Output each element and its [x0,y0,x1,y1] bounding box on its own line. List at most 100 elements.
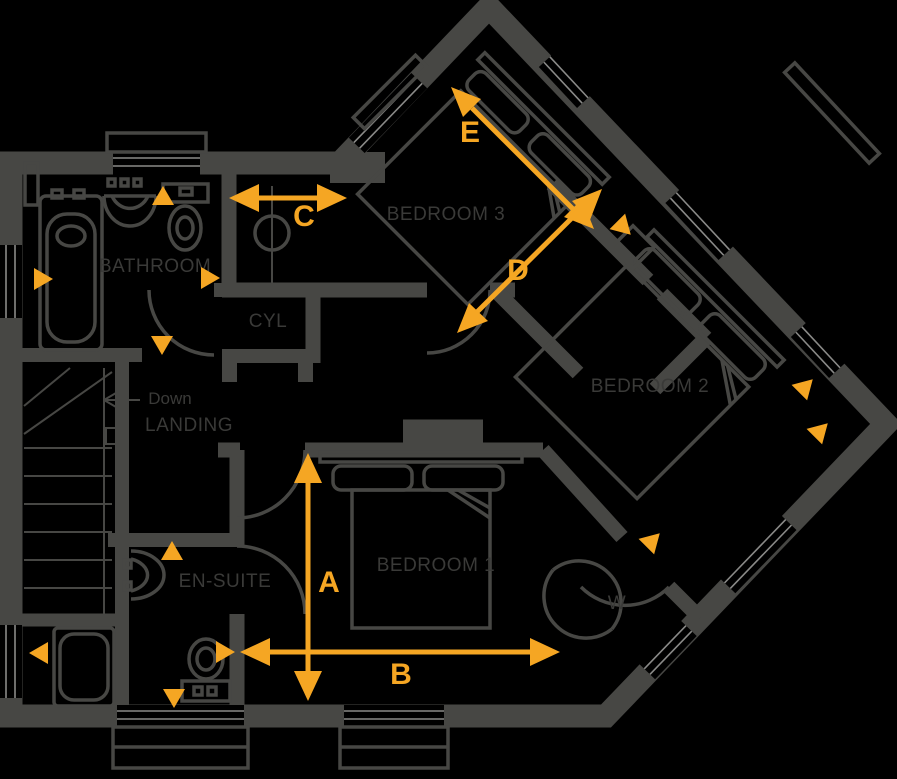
dimension-letter-a: A [318,566,340,599]
door-arc-ensuite [236,544,307,615]
bathroom-toilet-icon [161,182,210,252]
window-slit [790,322,846,378]
window-marker-icon [34,268,53,290]
bed-pillow [698,312,768,382]
dimension-letter-d: D [507,254,529,287]
window-slit [639,620,697,680]
arrowhead-icon [451,87,481,117]
window-gap [117,705,244,727]
bed-headboard [318,450,524,464]
dormer-window-bedroom3 [350,52,430,132]
bathtub-icon [38,188,104,352]
arrowhead-icon [572,189,602,220]
bathroom-sink-icon [102,177,158,228]
bathroom-label: BATHROOM [99,256,211,277]
rooflight-circle [253,186,291,283]
down-label: Down [148,389,191,408]
window-gap [0,625,22,698]
landing-label: LANDING [145,415,233,436]
wardrobe-label: W [608,593,626,614]
shower-tray-icon [52,626,116,708]
wall-wardrobe-jamb [663,581,706,624]
roof-dormer-outline [782,60,882,166]
dimension-arrow-a [294,453,322,701]
dimension-letter-c: C [293,200,315,233]
bath-nook-stub [23,161,40,207]
bed-pillow [422,464,505,492]
room-labels: BATHROOM CYL Down LANDING EN-SUITE BEDRO… [99,204,709,614]
arrowhead-icon [457,303,488,333]
bed-bedroom1 [318,450,524,630]
window-slit [719,514,797,594]
bedroom1-label: BEDROOM 1 [377,555,496,576]
wall-bedroom3-southwest [491,286,584,379]
window-marker-icon [806,415,836,445]
ensuite-sink-icon [122,549,166,601]
door-jamb-stub [214,283,229,297]
bed-pillow [632,246,702,316]
wall-corner-mass [330,152,385,183]
stair-winder [23,367,71,407]
bed-body [512,262,752,502]
door-arc-bedroom2 [579,585,671,607]
door-arc-bathroom [147,289,215,357]
down-arrow [103,392,140,408]
ensuite-toilet-icon [180,637,232,703]
dimension-letter-e: E [460,116,480,149]
door-arc-bedroom1 [236,449,307,520]
wall-bathroom-bottom [0,348,320,363]
dimension-arrows: C A B E D [229,87,602,701]
ensuite-fixtures [52,549,232,708]
window-slit-bedroom2 [665,187,735,261]
dimension-letter-b: B [390,658,412,691]
bay-window-bathroom [105,131,208,154]
wardrobe-door-arc [551,559,623,631]
ensuite-label: EN-SUITE [179,571,272,592]
stair-newel-post [105,427,123,445]
bed-headboard [644,227,787,370]
bedside-table-icon [609,223,657,271]
stair-winder [23,371,113,435]
bed-fold-line [447,488,491,520]
window-gap [0,245,22,318]
windows [0,52,882,770]
bed-headboard [475,50,612,187]
bed-pillow [527,132,593,197]
bedroom2-label: BEDROOM 2 [591,376,710,397]
wardrobe-door-arc [542,568,614,640]
arrowhead-icon [240,638,270,666]
bed-pillow [465,69,530,135]
window-marker-icon [791,371,821,401]
window-marker-icon [29,642,48,664]
window-marker-icon [151,336,173,355]
arrowhead-icon [229,184,259,212]
bed-body [350,488,492,630]
dimension-arrow-b [240,638,560,666]
exterior-wall-outline [0,0,897,728]
wall-bedroom1-bedroom2 [537,444,628,543]
outer-walls [0,0,897,728]
arrowhead-icon [294,453,322,483]
bed-pillow [331,464,414,492]
dimension-arrow-d [457,189,602,333]
window-slit [538,52,594,108]
window-marker-icon [638,525,668,555]
bed-fold-line [457,488,491,510]
stairs [23,367,140,616]
bed-bedroom2 [512,227,787,502]
bedroom3-label: BEDROOM 3 [387,204,506,225]
window-gap [113,152,200,175]
bed-fold-line [725,365,738,401]
bed-fold-line [720,359,733,406]
arrowhead-icon [294,671,322,701]
window-gap [344,705,444,727]
dimension-letters: C A B E D [293,116,529,691]
arrowhead-icon [530,638,560,666]
door-jamb-stub [298,363,313,382]
door-jamb-stub [222,363,237,382]
arrowhead-icon [317,184,347,212]
cyl-label: CYL [249,311,287,332]
dimension-arrow-c [229,184,347,212]
